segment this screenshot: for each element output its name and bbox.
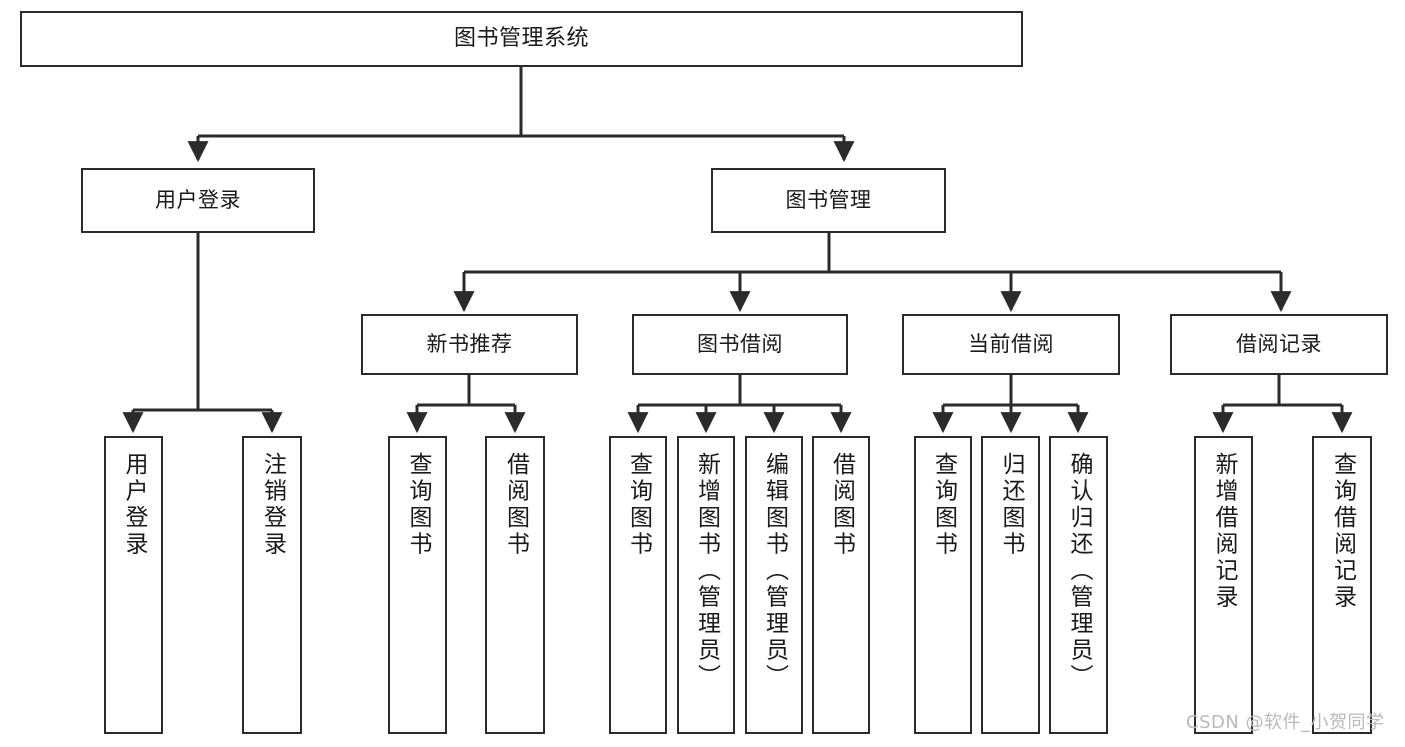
node-book-borrow[interactable]: 图书借阅 xyxy=(632,314,848,375)
node-leaf-logout[interactable]: 注销登录 xyxy=(242,436,302,734)
node-root-book-management-system[interactable]: 图书管理系统 xyxy=(20,11,1023,67)
node-label: 图书管理 xyxy=(785,187,872,212)
node-label: 确认归还（管理员） xyxy=(1066,452,1092,691)
node-label: 借阅图书 xyxy=(828,452,855,558)
node-label: 用户登录 xyxy=(121,452,147,558)
node-label: 用户登录 xyxy=(155,187,241,212)
node-label: 查询图书 xyxy=(405,452,431,558)
node-label: 新增借阅记录 xyxy=(1211,452,1237,611)
node-label: 注销登录 xyxy=(259,452,286,558)
node-leaf-add-book-admin[interactable]: 新增图书（管理员） xyxy=(677,436,735,734)
node-leaf-borrow-book-recommend[interactable]: 借阅图书 xyxy=(485,436,545,734)
node-label: 新书推荐 xyxy=(426,331,513,356)
node-user-login[interactable]: 用户登录 xyxy=(81,168,315,233)
node-new-book-recommend[interactable]: 新书推荐 xyxy=(361,314,578,375)
node-label: 图书管理系统 xyxy=(453,25,589,51)
node-leaf-user-login[interactable]: 用户登录 xyxy=(104,436,163,734)
node-label: 查询借阅记录 xyxy=(1329,452,1356,611)
node-leaf-confirm-return-admin[interactable]: 确认归还（管理员） xyxy=(1049,436,1108,734)
node-label: 归还图书 xyxy=(998,452,1024,558)
node-label: 查询图书 xyxy=(930,452,957,558)
node-leaf-query-book-borrow[interactable]: 查询图书 xyxy=(609,436,667,734)
node-label: 新增图书（管理员） xyxy=(693,452,720,691)
node-label: 借阅图书 xyxy=(502,452,529,558)
node-label: 查询图书 xyxy=(625,452,652,558)
node-borrow-record[interactable]: 借阅记录 xyxy=(1170,314,1388,375)
node-leaf-borrow-book[interactable]: 借阅图书 xyxy=(812,436,870,734)
node-current-borrow[interactable]: 当前借阅 xyxy=(902,314,1120,375)
node-leaf-add-borrow-record[interactable]: 新增借阅记录 xyxy=(1194,436,1253,734)
node-book-management[interactable]: 图书管理 xyxy=(711,168,946,233)
node-leaf-query-borrow-record[interactable]: 查询借阅记录 xyxy=(1312,436,1372,734)
node-label: 当前借阅 xyxy=(968,331,1054,356)
watermark-text: CSDN @软件_小贺同学 xyxy=(1186,712,1385,733)
node-leaf-return-book[interactable]: 归还图书 xyxy=(981,436,1040,734)
node-leaf-query-book-recommend[interactable]: 查询图书 xyxy=(388,436,447,734)
node-label: 图书借阅 xyxy=(697,331,783,356)
node-leaf-query-book-current[interactable]: 查询图书 xyxy=(914,436,972,734)
node-label: 编辑图书（管理员） xyxy=(761,452,788,691)
node-leaf-edit-book-admin[interactable]: 编辑图书（管理员） xyxy=(745,436,803,734)
node-label: 借阅记录 xyxy=(1236,331,1322,356)
